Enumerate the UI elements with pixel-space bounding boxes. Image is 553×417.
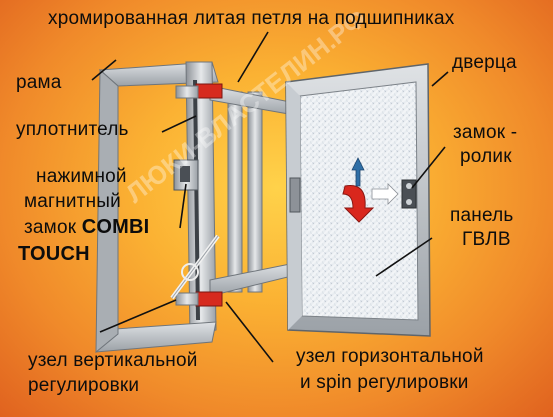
label-horizontal-adjustment-line1: узел горизонтальной <box>296 346 484 367</box>
label-panel-line1: панель <box>450 205 514 226</box>
top-hinge-red <box>195 83 223 99</box>
label-door: дверца <box>452 52 517 73</box>
label-push-lock-line2: магнитный <box>24 191 121 212</box>
label-panel-line2: ГВЛВ <box>462 229 511 250</box>
label-combi-brand: COMBI <box>81 216 150 238</box>
leader-lines <box>91 31 449 363</box>
label-vertical-adjustment-line1: узел вертикальной <box>28 350 198 371</box>
label-frame: рама <box>16 72 62 93</box>
adjustment-key <box>170 234 220 300</box>
label-push-lock-line1: нажимной <box>36 166 127 187</box>
opening-arrows <box>342 157 399 223</box>
label-horizontal-adjustment-line2: и spin регулировки <box>300 372 469 393</box>
push-lock <box>173 159 199 191</box>
hinge-arms <box>175 83 301 307</box>
bottom-hinge-red <box>195 291 223 307</box>
label-vertical-adjustment-line2: регулировки <box>28 375 140 396</box>
label-push-lock-line3: замок COMBI <box>24 216 149 239</box>
label-roller-lock-line1: замок - <box>453 122 518 143</box>
roller-lock <box>401 179 417 209</box>
label-touch-brand: TOUCH <box>18 243 90 265</box>
label-hinge: хромированная литая петля на подшипниках <box>48 8 455 29</box>
label-seal: уплотнитель <box>16 119 129 140</box>
label-roller-lock-line2: ролик <box>460 146 512 167</box>
label-push-lock-prefix: замок <box>24 217 82 238</box>
door <box>285 63 431 337</box>
